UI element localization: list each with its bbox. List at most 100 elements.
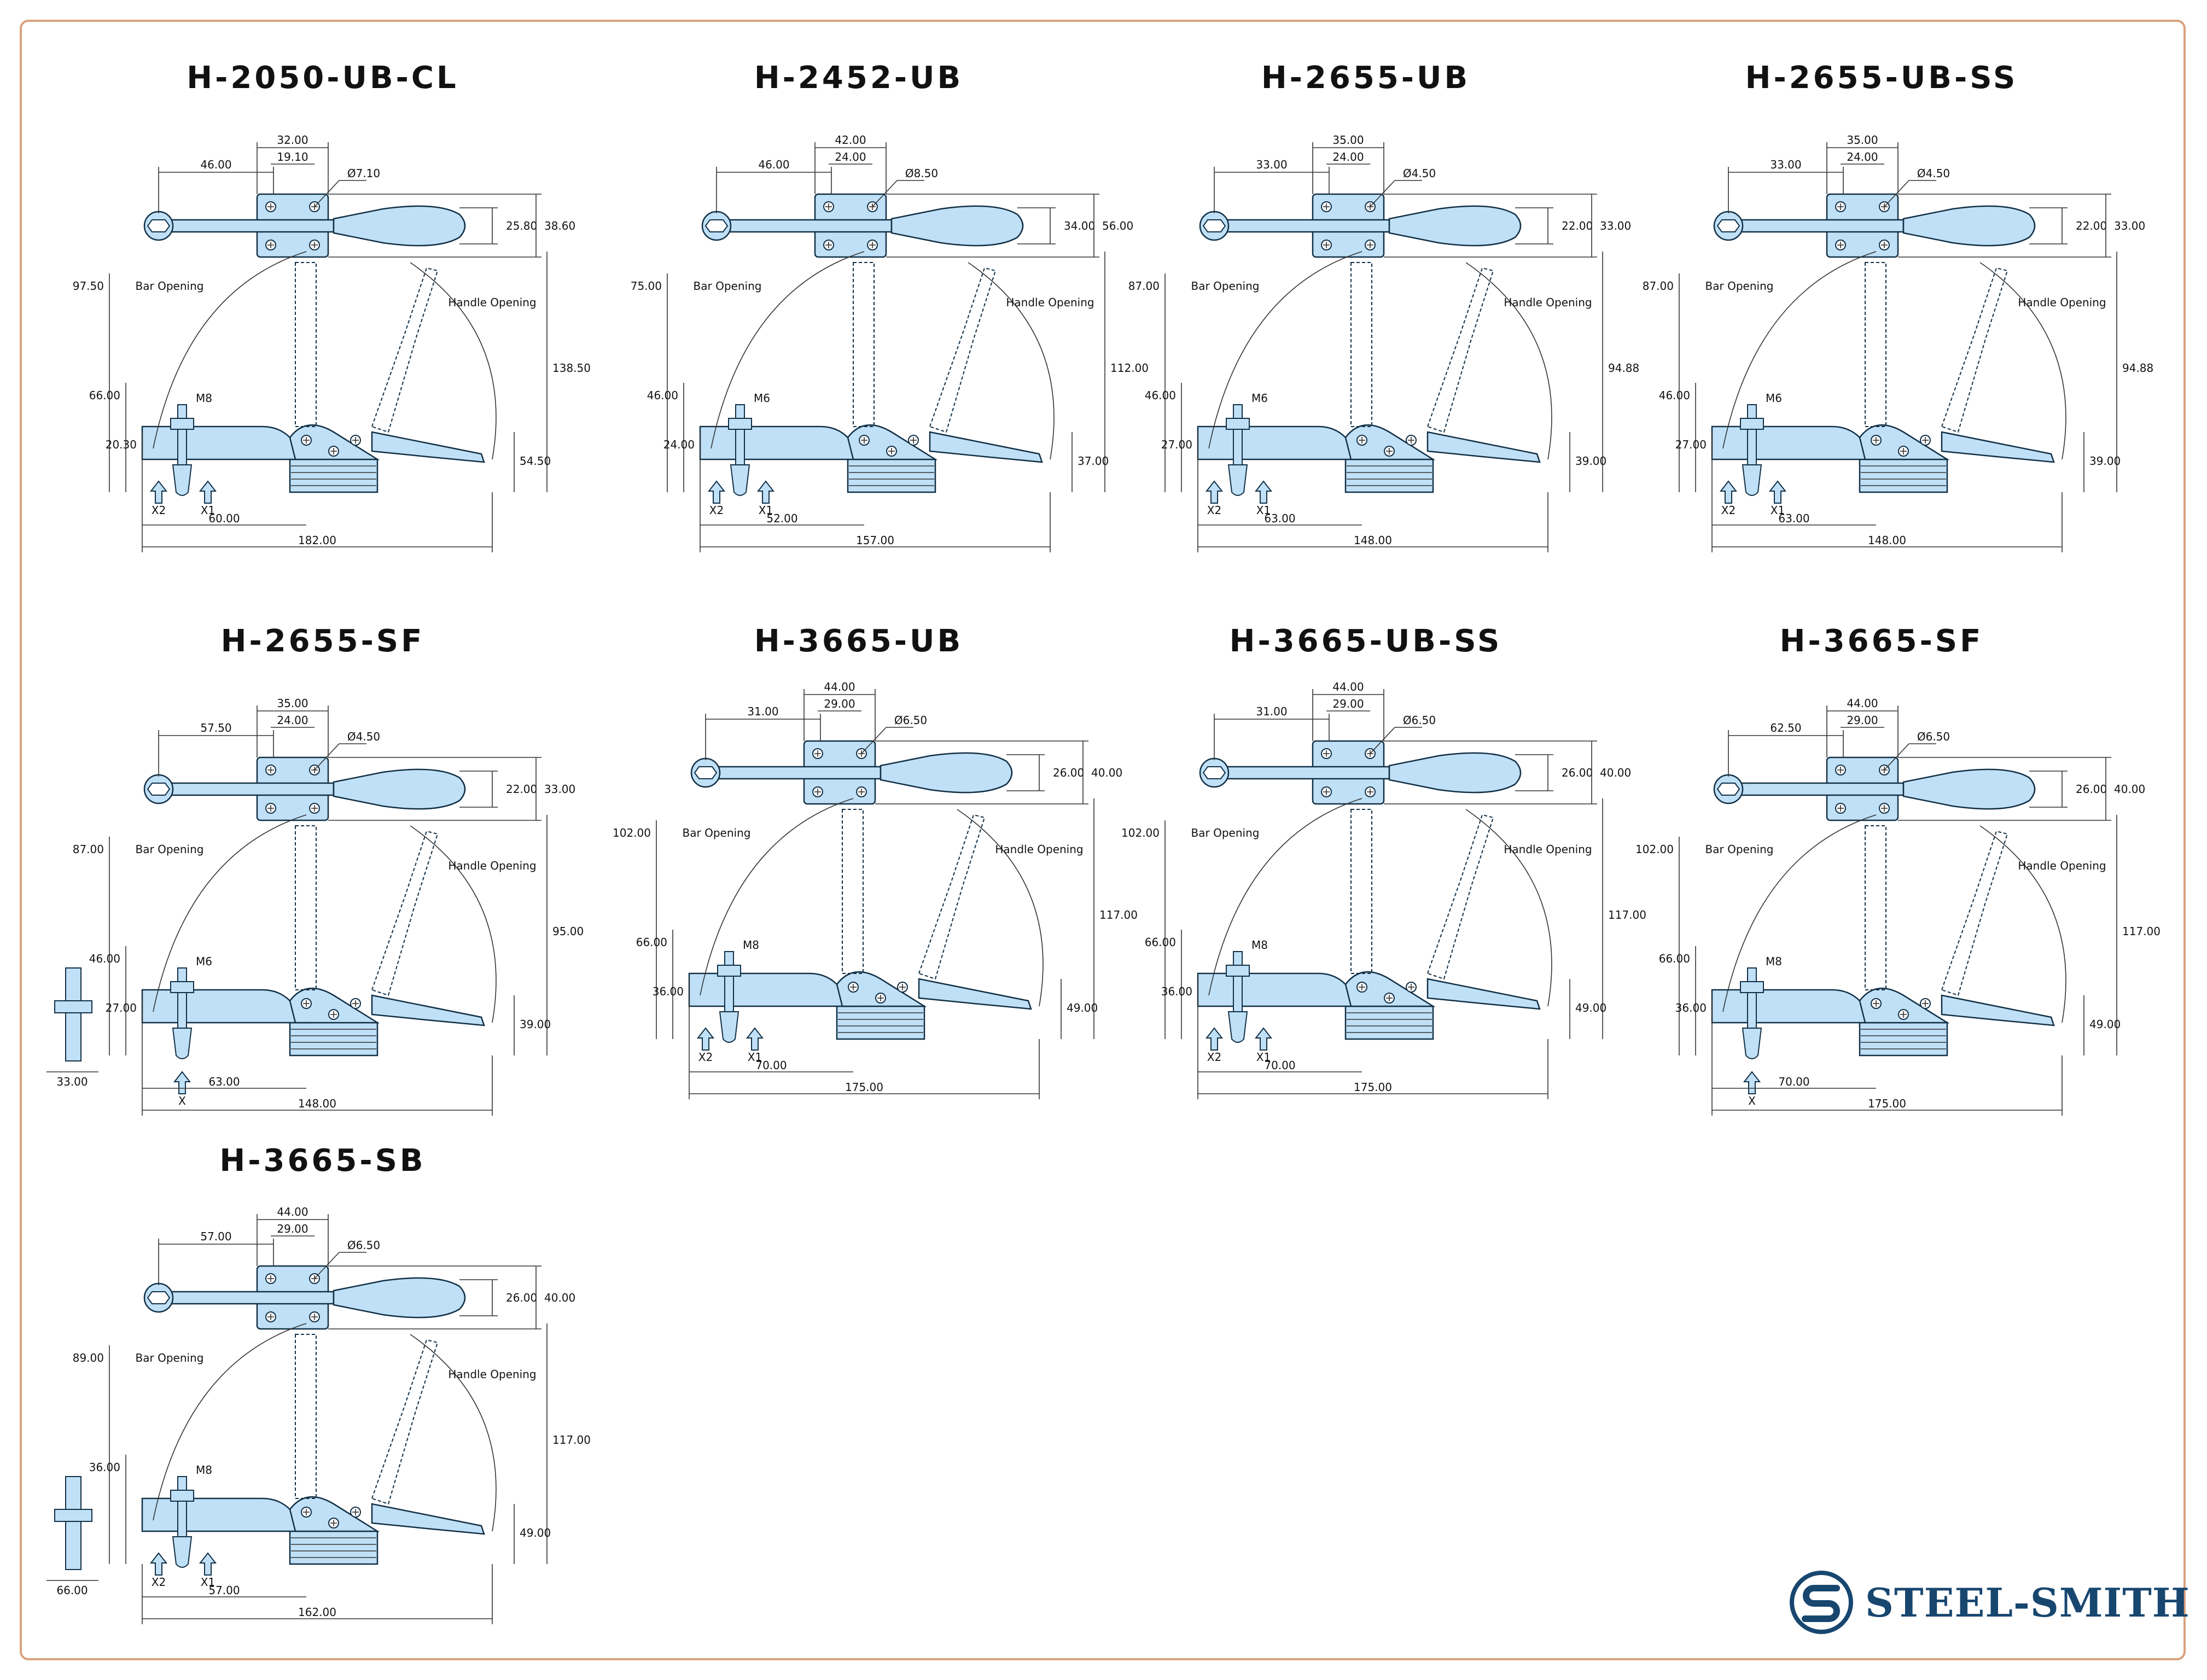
dimension-label: Bar Opening [1191,279,1260,293]
dimension-label: Ø8.50 [905,167,938,180]
clamp-arm [704,766,882,780]
handle [1902,205,2036,247]
spindle-nut [170,418,194,430]
spindle-nut [170,1490,194,1502]
handle-opening-arc [1979,825,2066,1023]
model-title: H-2050-UB-CL [187,60,459,96]
dimension-label: X1 [748,1051,762,1064]
dimension-label: 148.00 [1868,534,1906,547]
hex-nut [694,766,718,779]
hex-nut [147,1291,171,1304]
model-title: H-2655-UB-SS [1745,60,2018,96]
end-view-nut [54,1509,92,1522]
handle-open-outline [1426,267,1494,433]
handle-closed [371,994,485,1026]
handle-opening-arc [1465,809,1552,1007]
dimension-label: M6 [754,392,770,405]
bar-opening-arc [1722,814,1877,1012]
spindle-nut [1740,418,1764,430]
handle-open-outline [1941,267,2008,433]
dimension-label: 102.00 [613,826,651,839]
spindle-nut [728,418,752,430]
spindle-nut [1740,981,1764,993]
dimension-label: X1 [201,1576,215,1589]
arrow-x1-icon [199,1552,217,1576]
dimension-label: 38.60 [544,219,575,232]
dimension-label: 44.00 [1847,697,1878,710]
brand-logo: STEEL-SMITH [1789,1570,2190,1635]
dimension-label: Ø7.10 [347,167,380,180]
dimension-label: 20.30 [106,438,137,451]
arm-open-outline [295,825,317,990]
dimension-label: 63.00 [208,1075,240,1088]
dimension-line [1370,727,1395,754]
dimension-label: 22.00 [2076,219,2107,232]
clamp-base [847,458,936,493]
pressure-pad [1227,464,1248,496]
clamp-base [1859,458,1948,493]
dimension-label: 24.00 [1847,150,1878,164]
dimension-label: Handle Opening [1006,296,1094,309]
clamp-arm [158,782,335,796]
arm-open-outline [295,1334,317,1499]
clamp-arm [1727,219,1905,233]
pressure-pad [1227,1011,1248,1043]
spindle-nut [170,981,194,993]
dimension-label: 34.00 [1064,219,1095,232]
dimension-label: 29.00 [1332,697,1364,710]
handle-open-outline [371,267,439,433]
dimension-label: 117.00 [1099,908,1138,921]
bar-opening-arc [153,251,307,449]
dimension-label: 36.00 [653,985,684,998]
clamp-arm [1727,782,1905,796]
spindle [724,951,734,1012]
clamp-arm-side [688,972,861,1007]
dimension-label: M8 [1251,938,1268,952]
dimension-label: 94.88 [1608,361,1639,375]
dimension-label: 33.00 [1770,158,1801,171]
dimension-label: M8 [196,392,212,405]
dimension-label: 19.10 [277,150,308,164]
dimension-label: 54.50 [520,454,551,468]
clamp-arm-side [1711,425,1884,460]
handle [333,768,466,810]
dimension-label: Handle Opening [448,296,536,309]
dimension-label: 44.00 [824,680,855,693]
dimension-label: 63.00 [1778,512,1809,525]
clamp-arm [158,1291,335,1305]
hex-nut [147,219,171,232]
dimension-label: Bar Opening [1705,843,1774,856]
arrow-x1-icon [199,480,217,504]
dimension-label: Handle Opening [448,1368,536,1381]
arm-open-outline [1865,825,1886,990]
spindle-nut [1226,418,1250,430]
clamp-base [1344,458,1434,493]
handle [1902,768,2036,810]
dimension-label: 148.00 [1354,534,1392,547]
model-title: H-2655-SF [220,623,425,659]
dimension-label: 66.00 [89,389,120,402]
dimension-label: 87.00 [73,843,104,856]
dimension-label: X2 [152,1576,166,1589]
dimension-label: 56.00 [1102,219,1133,232]
spindle-nut [717,965,741,977]
dimension-label: 66.00 [56,1584,88,1597]
dimension-label: X1 [201,504,215,517]
dimension-label: 40.00 [1091,766,1122,779]
dimension-label: 46.00 [1659,389,1690,402]
handle-opening-arc [410,825,497,1023]
arrow-x1-icon [746,1027,764,1051]
dimension-label: 40.00 [544,1291,575,1304]
model-title: H-2452-UB [754,60,964,96]
dimension-line [314,743,340,771]
dimension-label: Ø6.50 [347,1239,380,1252]
dimension-label: 33.00 [1600,219,1631,232]
bar-opening-arc [1208,251,1362,449]
